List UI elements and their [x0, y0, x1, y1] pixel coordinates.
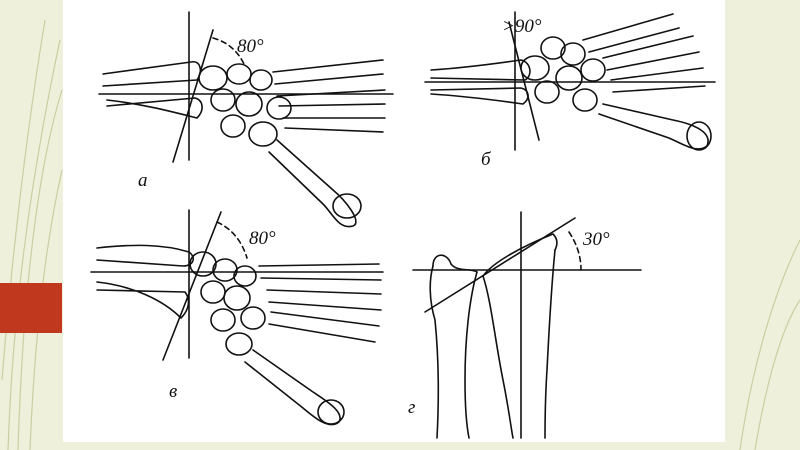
panel-v-carpal: [189, 251, 217, 277]
panel-g-radius-head: [482, 233, 558, 277]
panel-v-drawing: [90, 209, 384, 426]
panel-g-letter: г: [408, 397, 416, 418]
panel-a-carpal: [198, 65, 228, 91]
panel-v-angle-arc: [216, 221, 248, 259]
panel-v-thumb: [244, 349, 341, 426]
panel-b-carpal: [534, 80, 560, 104]
panel-v-carpal: [210, 308, 236, 332]
panel-a-letter: а: [138, 170, 148, 191]
panel-b-forearm: [430, 59, 531, 81]
panel-v-angle-label: 80°: [249, 228, 276, 249]
panel-a-metacarpal: [272, 59, 384, 85]
decor-curve: [739, 239, 800, 450]
panel-b-forearm: [430, 87, 529, 105]
panel-b-metacarpal: [602, 35, 700, 71]
panel-a-carpal: [226, 63, 252, 85]
panel-b-carpal: [555, 65, 583, 91]
panel-g-angle-label: 30°: [583, 229, 610, 250]
panel-v-oblique-axis: [162, 211, 222, 361]
panel-b-metacarpal: [610, 67, 706, 93]
panel-g-angle-arc: [568, 231, 582, 271]
panel-a-carpal: [266, 96, 292, 120]
panel-g-drawing: [412, 211, 642, 439]
panel-b-carpal: [580, 58, 606, 82]
panel-v-carpal: [240, 306, 266, 330]
panel-v-metacarpal: [258, 263, 382, 281]
panel-a-metacarpal: [282, 117, 386, 133]
panel-a-thumb-tip: [332, 193, 362, 219]
panel-g-ulna-head: [432, 254, 478, 273]
panel-b-thumb: [598, 103, 709, 150]
panel-v-carpal: [225, 332, 253, 356]
panel-v-carpal: [200, 280, 226, 304]
panel-b-carpal: [572, 88, 598, 112]
figure-panel: а 80° б >90° в 80° г 30°: [63, 0, 725, 442]
decor-curve: [1, 19, 46, 381]
panel-a-angle-arc: [212, 37, 246, 67]
panel-v-metacarpal: [266, 289, 382, 311]
panel-a-carpal: [210, 88, 236, 112]
panel-a-carpal: [248, 121, 278, 147]
panel-a-oblique-axis: [172, 29, 214, 163]
wrist-diagram: [90, 11, 716, 439]
panel-v-forearm: [96, 244, 195, 267]
panel-g-oblique-axis: [424, 217, 576, 313]
panel-v-forearm: [96, 281, 190, 319]
decor-curve: [7, 39, 61, 450]
decor-curve: [17, 89, 63, 450]
panel-v-carpal: [223, 285, 251, 311]
panel-a-carpal: [235, 91, 263, 117]
panel-a-angle-label: 80°: [237, 36, 264, 57]
panel-g-radius: [544, 249, 556, 439]
accent-bar: [0, 283, 62, 333]
panel-b-oblique-axis: [508, 21, 540, 141]
panel-a-carpal: [220, 114, 246, 138]
panel-b-thumb-tip: [686, 121, 712, 151]
panel-a-carpal: [249, 69, 273, 91]
panel-b-carpal: [540, 36, 566, 60]
panel-g-ulna: [464, 271, 478, 439]
panel-g-ulna: [429, 265, 440, 439]
panel-a-forearm: [102, 61, 202, 87]
panel-g-radius: [482, 275, 514, 439]
panel-b-letter: б: [481, 149, 491, 170]
panel-v-letter: в: [169, 381, 178, 402]
panel-v-carpal: [233, 265, 257, 287]
panel-b-carpal: [520, 55, 550, 81]
panel-b-angle-label: >90°: [502, 16, 542, 37]
panel-v-thumb-tip: [317, 399, 345, 425]
panel-b-metacarpal: [582, 13, 680, 53]
panel-a-metacarpal: [276, 89, 386, 107]
panel-a-drawing: [98, 11, 394, 228]
panel-a-thumb: [268, 139, 357, 228]
panel-v-metacarpal: [268, 311, 380, 343]
panel-b-drawing: [424, 11, 716, 151]
panel-a-forearm: [106, 97, 203, 119]
decor-curve: [754, 299, 800, 450]
panel-b-carpal: [560, 42, 586, 66]
